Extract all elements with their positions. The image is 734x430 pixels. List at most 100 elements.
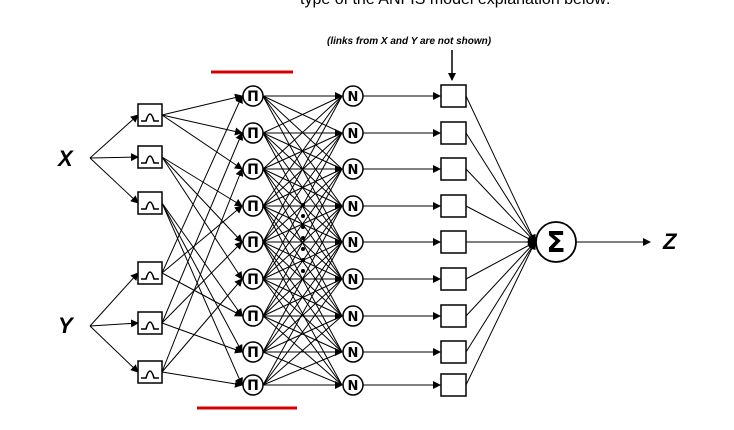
bell-curve-icon [141,155,159,164]
consequent-node [440,121,467,145]
consequent-to-sum-line [465,241,536,353]
rule-node: Π [242,268,264,290]
bell-curve-icon [141,113,159,122]
bell-curve-icon [141,321,159,330]
rule-node-circle [242,305,264,327]
mf-to-rule-line [161,93,243,116]
input-x-arrow [89,153,139,162]
rule-node-circle [242,122,264,144]
input-label-x: X [56,146,74,171]
rule-to-norm-line [262,168,343,280]
rule-node: Π [242,85,264,107]
consequent-to-sum-line [465,241,536,317]
normalization-node: N [342,85,364,107]
mf-box [137,191,163,215]
input-x-arrow [89,157,139,204]
mf-box [137,360,163,384]
n-symbol: N [348,200,359,215]
pi-symbol: Π [247,199,259,215]
pi-symbol: Π [247,309,259,325]
pi-symbol: Π [247,162,259,178]
input-y-arrow [89,272,139,327]
mf-to-rule-line [161,114,243,136]
mf-to-rule-line [161,114,243,170]
rule-to-norm-line [262,278,343,353]
rule-node-circle [242,231,264,253]
consequent-node [440,157,467,181]
mf-to-rule-line [161,156,243,280]
membership-function-node [137,311,163,335]
normalization-node: N [342,122,364,144]
pi-symbol: Π [247,345,259,361]
consequent-node [440,230,467,254]
pi-symbol: Π [247,378,259,394]
rule-to-norm-line [262,241,343,386]
rule-node-circle [242,158,264,180]
mf-to-rule-line [161,95,243,274]
n-symbol: N [348,163,359,178]
consequent-to-sum-line [465,132,536,243]
ellipsis-dots [301,203,305,273]
consequent-to-sum-line [465,241,536,280]
summation-node: Σ [535,221,577,263]
normalization-node: N [342,195,364,217]
rule-to-norm-line [262,315,343,353]
n-symbol: N [348,273,359,288]
normalization-node: N [342,374,364,396]
rule-to-norm-line [262,95,343,243]
mf-to-rule-line [161,202,243,317]
bell-curve-icon [141,271,159,280]
n-symbol: N [348,310,359,325]
consequent-node [440,373,467,397]
norm-node-circle [342,195,364,217]
rule-to-norm-line [262,95,343,134]
membership-function-node [137,103,163,127]
mf-box [137,311,163,335]
normalization-node: N [342,158,364,180]
rule-to-norm-line [262,168,343,317]
connection-lines [89,92,651,389]
n-symbol: N [348,236,359,251]
consequent-to-sum-line [465,168,536,243]
normalization-node: N [342,231,364,253]
mf-to-rule-line [161,202,243,353]
pi-symbol: Π [247,272,259,288]
rule-node: Π [242,158,264,180]
consequent-to-sum-line [465,241,536,386]
rule-to-norm-line [262,241,343,353]
norm-node-circle [342,85,364,107]
annotation-text: (links from X and Y are not shown) [327,36,492,47]
mf-to-rule-line [161,241,243,324]
bell-curve-icon [141,201,159,210]
rule-to-norm-line [262,205,343,353]
pi-symbol: Π [247,89,259,105]
rule-node: Π [242,305,264,327]
mf-to-rule-line [161,156,243,243]
membership-function-node [137,145,163,169]
mf-box [137,261,163,285]
mf-to-rule-line [161,371,243,388]
consequent-to-sum-line [465,95,536,243]
mf-to-rule-line [161,278,243,373]
output-label-z: Z [662,229,678,254]
rule-node-circle [242,268,264,290]
rule-node: Π [242,122,264,144]
membership-function-node [137,191,163,215]
n-symbol: N [348,346,359,361]
rule-node: Π [242,341,264,363]
rule-node-circle [242,341,264,363]
rule-to-norm-line [262,278,343,386]
rule-node-circle [242,195,264,217]
consequent-node [440,267,467,291]
rule-to-norm-line [262,95,343,207]
n-symbol: N [348,127,359,142]
mf-to-rule-line [161,205,243,274]
sum-node-circle [535,221,577,263]
consequent-node [440,84,467,108]
n-symbol: N [348,90,359,105]
norm-node-circle [342,122,364,144]
rule-node-circle [242,85,264,107]
rule-to-norm-line [262,315,343,386]
rule-node-circle [242,374,264,396]
